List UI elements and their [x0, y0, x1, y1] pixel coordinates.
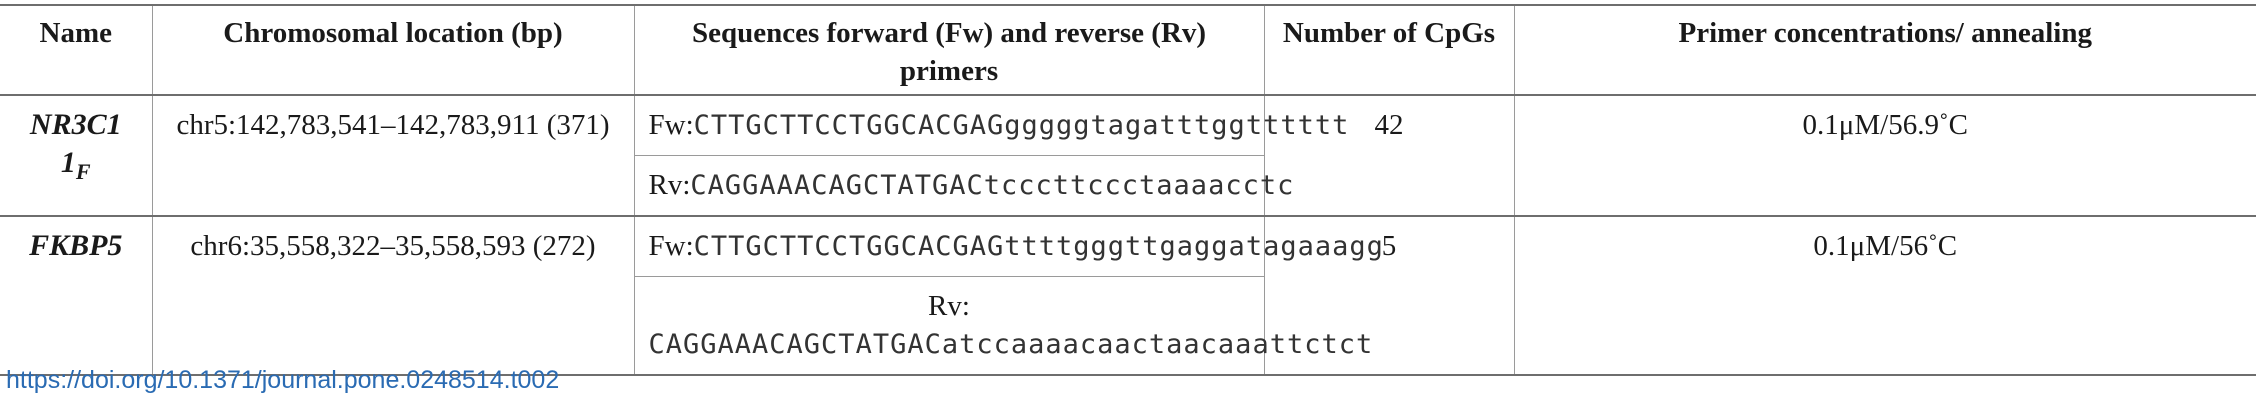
reverse-primer-sequence: CAGGAAACAGCTATGACatccaaaacaactaacaaattct…: [648, 329, 1374, 360]
table-row: FKBP5 chr6:35,558,322–35,558,593 (272) F…: [0, 215, 2256, 375]
gene-name: NR3C1: [29, 108, 122, 141]
forward-primer-sequence: CTTGCTTCCTGGCACGAGgggggtagatttggtttttt: [693, 110, 1350, 141]
conditions-cell: 0.1μM/56.9˚C: [1513, 94, 2256, 216]
gene-name-cell: FKBP5: [0, 215, 152, 375]
location-cell: chr5:142,783,541–142,783,911 (371): [151, 94, 634, 216]
gene-name-cell: NR3C1 1F: [0, 94, 152, 216]
cpg-count-cell: 42: [1263, 94, 1514, 216]
header-primers: Sequences forward (Fw) and reverse (Rv) …: [633, 5, 1264, 95]
forward-primer: Fw:CTTGCTTCCTGGCACGAGgggggtagatttggttttt…: [635, 96, 1349, 155]
table-row: NR3C1 1F chr5:142,783,541–142,783,911 (3…: [0, 94, 2256, 216]
header-conditions: Primer concentrations/ annealing: [1513, 5, 2256, 95]
forward-primer-label: Fw:: [648, 109, 694, 141]
gene-name-exon: 1: [60, 146, 76, 179]
primer-cell: Fw:CTTGCTTCCTGGCACGAGttttgggttgaggatagaa…: [633, 215, 1383, 375]
gene-name-subscript: F: [75, 159, 91, 184]
reverse-primer-label: Rv:: [928, 290, 970, 322]
forward-primer-label: Fw:: [648, 230, 694, 262]
reverse-primer: Rv:CAGGAAACAGCTATGACtcccttccctaaaacctc: [634, 155, 1293, 215]
location-cell: chr6:35,558,322–35,558,593 (272): [151, 215, 634, 375]
primer-cell: Fw:CTTGCTTCCTGGCACGAGgggggtagatttggttttt…: [633, 94, 1349, 216]
primer-table-container: Name Chromosomal location (bp) Sequences…: [0, 4, 2256, 376]
conditions-cell: 0.1μM/56˚C: [1513, 215, 2256, 375]
header-cpgs: Number of CpGs: [1263, 5, 1514, 95]
reverse-primer-label: Rv:: [648, 169, 691, 201]
reverse-primer-sequence: CAGGAAACAGCTATGACtcccttccctaaaacctc: [690, 170, 1295, 201]
cpg-count-cell: 5: [1263, 215, 1514, 375]
gene-name: FKBP5: [29, 229, 123, 262]
header-row: Name Chromosomal location (bp) Sequences…: [0, 5, 2256, 95]
doi-link[interactable]: https://doi.org/10.1371/journal.pone.024…: [6, 366, 560, 394]
reverse-primer: Rv: CAGGAAACAGCTATGACatccaaaacaactaacaaa…: [634, 276, 1372, 374]
forward-primer: Fw:CTTGCTTCCTGGCACGAGttttgggttgaggatagaa…: [635, 217, 1383, 276]
header-location: Chromosomal location (bp): [151, 5, 634, 95]
forward-primer-sequence: CTTGCTTCCTGGCACGAGttttgggttgaggatagaaagg: [693, 231, 1384, 262]
header-name: Name: [39, 17, 112, 49]
primer-table: Name Chromosomal location (bp) Sequences…: [0, 4, 2256, 376]
